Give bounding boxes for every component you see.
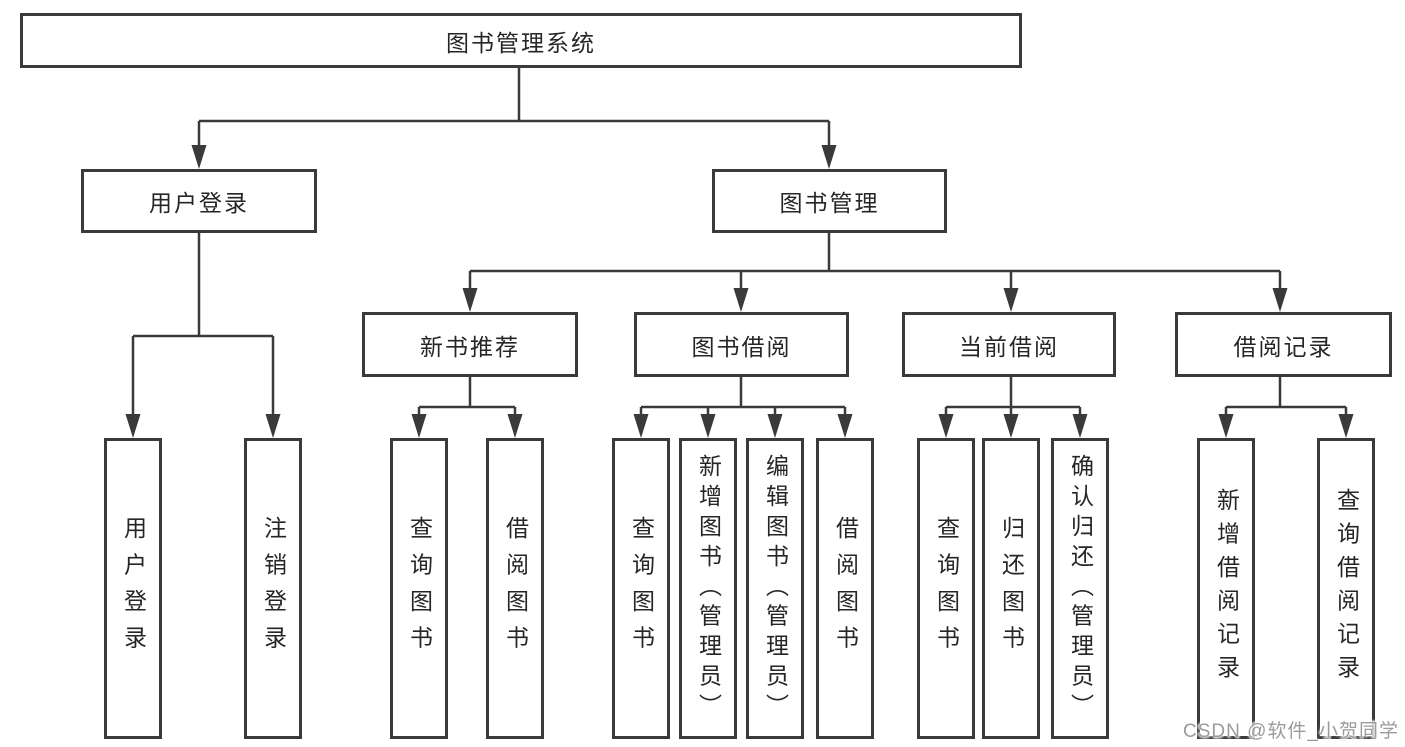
leaf-query-books-2: 查询图书 xyxy=(612,438,670,739)
node-book-borrow: 图书借阅 xyxy=(634,312,849,377)
leaf-return-books: 归还图书 xyxy=(982,438,1040,739)
leaf-edit-books-admin: 编辑图书（管理员） xyxy=(746,438,804,739)
arrowheads xyxy=(125,145,1354,438)
node-new-book-recommend: 新书推荐 xyxy=(362,312,578,377)
leaf-logout: 注销登录 xyxy=(244,438,302,739)
leaf-query-books-3: 查询图书 xyxy=(917,438,975,739)
node-user-login: 用户登录 xyxy=(81,169,317,233)
leaf-query-books-1: 查询图书 xyxy=(390,438,448,739)
leaf-user-login: 用户登录 xyxy=(104,438,162,739)
csdn-watermark: CSDN @软件_小贺同学 xyxy=(1183,721,1399,742)
leaf-add-books-admin: 新增图书（管理员） xyxy=(679,438,737,739)
leaf-add-borrow-record: 新增借阅记录 xyxy=(1197,438,1255,739)
node-root: 图书管理系统 xyxy=(20,13,1022,68)
node-current-borrow: 当前借阅 xyxy=(902,312,1116,377)
leaf-borrow-books-2: 借阅图书 xyxy=(816,438,874,739)
leaf-confirm-return-admin: 确认归还（管理员） xyxy=(1051,438,1109,739)
leaf-query-borrow-record: 查询借阅记录 xyxy=(1317,438,1375,739)
leaf-borrow-books-1: 借阅图书 xyxy=(486,438,544,739)
node-book-management: 图书管理 xyxy=(712,169,947,233)
node-borrow-records: 借阅记录 xyxy=(1175,312,1392,377)
